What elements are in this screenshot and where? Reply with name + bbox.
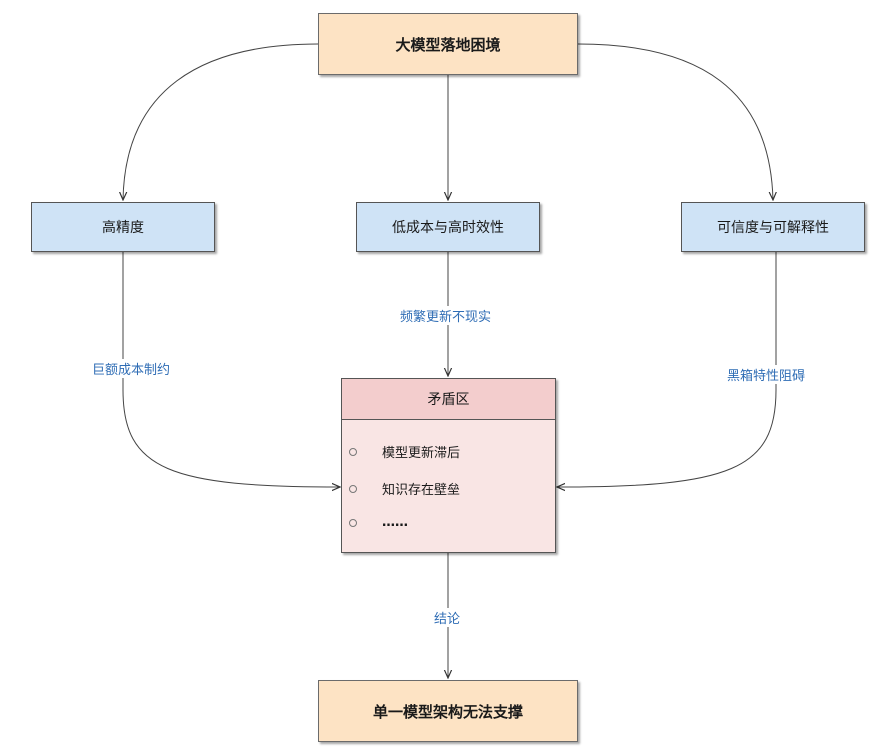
bullet-icon	[349, 484, 357, 493]
node-bottom: 单一模型架构无法支撑	[318, 680, 578, 742]
node-right: 可信度与可解释性	[681, 202, 865, 252]
node-middle: 低成本与高时效性	[356, 202, 540, 252]
conflict-title: 矛盾区	[427, 392, 470, 408]
bullet-icon	[349, 447, 357, 456]
conflict-item: 模型更新滞后	[342, 442, 460, 461]
node-right-label: 可信度与可解释性	[717, 220, 829, 236]
node-bottom-label: 单一模型架构无法支撑	[372, 702, 523, 721]
node-top-label: 大模型落地困境	[395, 35, 501, 54]
conflict-item: 知识存在壁垒	[342, 479, 460, 498]
node-left: 高精度	[31, 202, 215, 252]
edge-label-bottom: 结论	[432, 608, 463, 627]
node-top: 大模型落地困境	[318, 13, 578, 75]
conflict-item-text: 模型更新滞后	[382, 446, 461, 461]
edge-label-right: 黑箱特性阻碍	[725, 365, 808, 384]
edge-top-to-right	[577, 43, 773, 200]
conflict-zone: 矛盾区 模型更新滞后 知识存在壁垒 ……	[341, 378, 556, 553]
node-middle-label: 低成本与高时效性	[392, 220, 504, 236]
conflict-item-text: 知识存在壁垒	[382, 483, 461, 498]
edge-left-to-conflict	[122, 252, 340, 487]
node-left-label: 高精度	[102, 220, 144, 236]
conflict-header: 矛盾区	[342, 379, 555, 420]
edge-right-to-conflict	[557, 252, 777, 487]
conflict-item-text: ……	[382, 515, 408, 530]
bullet-icon	[349, 518, 357, 527]
edge-label-left: 巨额成本制约	[90, 359, 173, 378]
edge-label-middle: 频繁更新不现实	[398, 306, 494, 325]
conflict-item: ……	[342, 515, 408, 530]
edge-top-to-left	[123, 43, 319, 200]
